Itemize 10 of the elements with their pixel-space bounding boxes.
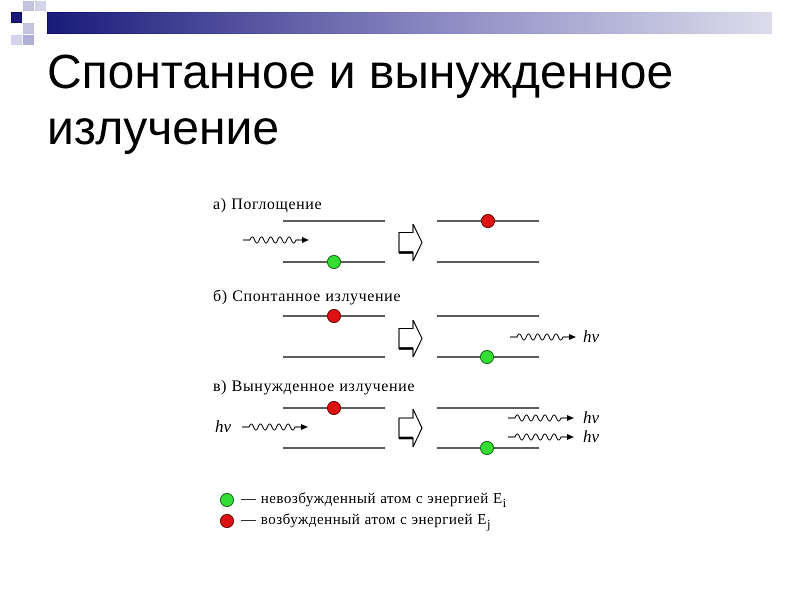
photon-label: hν	[583, 409, 600, 427]
legend-text: — возбужденный атом с энергией E$_{j}$	[241, 511, 491, 533]
photon-label: hν	[583, 428, 600, 446]
legend-text: — невозбужденный атом с энергией E$_{i}$	[241, 490, 507, 512]
slide-title: Спонтанное и вынужденное излучение	[47, 45, 674, 157]
section-heading: в) Вынужденное излучение	[213, 378, 416, 396]
photon-label: hν	[583, 328, 600, 346]
photon-label: hν	[215, 418, 232, 436]
section-heading: б) Спонтанное излучение	[213, 288, 402, 306]
section-heading: а) Поглощение	[213, 196, 322, 214]
